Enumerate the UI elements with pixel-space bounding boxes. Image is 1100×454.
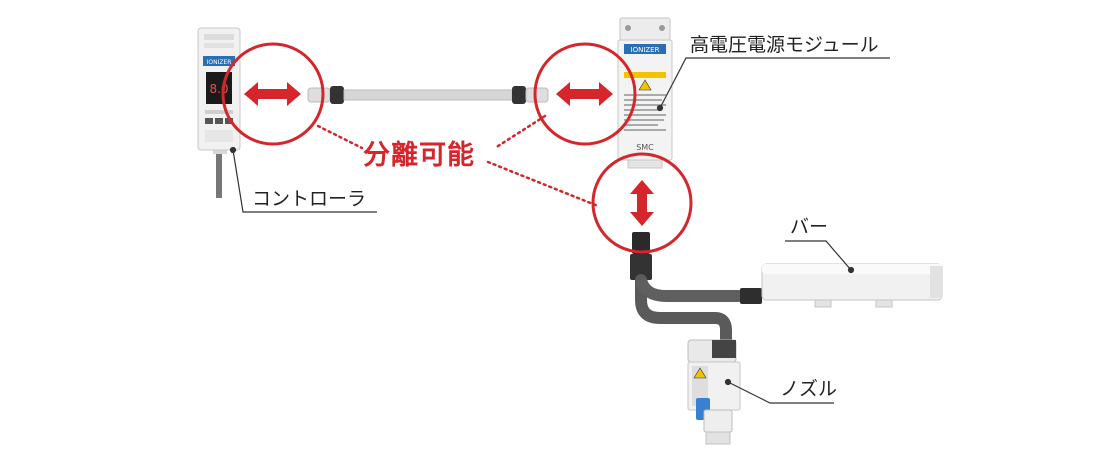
bar-label: バー bbox=[790, 216, 829, 238]
controller-label: コントローラ bbox=[252, 188, 367, 210]
leader-lines bbox=[229, 57, 890, 404]
hv-module-label: 高電圧電源モジュール bbox=[690, 34, 879, 56]
controller-ionizer-text: IONIZER bbox=[207, 59, 232, 66]
module-ionizer-text: IONIZER bbox=[631, 46, 660, 54]
separation-point-circle-controller bbox=[221, 42, 325, 146]
module-cables bbox=[630, 232, 762, 351]
separable-label: 分離可能 bbox=[363, 140, 475, 171]
controller-unit: IONIZER 8.0 bbox=[197, 27, 241, 198]
hv-module-unit: IONIZER SMC bbox=[617, 17, 673, 169]
double-arrow-icon bbox=[244, 82, 301, 106]
separation-point-circle-output bbox=[591, 152, 693, 254]
link-cable bbox=[307, 86, 549, 104]
separation-point-circle-module bbox=[533, 42, 637, 146]
double-arrow-icon bbox=[630, 180, 654, 226]
separable-pointer-lines bbox=[316, 114, 600, 208]
double-arrow-icon bbox=[556, 82, 613, 106]
nozzle-unit bbox=[687, 339, 741, 445]
controller-display bbox=[206, 72, 232, 104]
controller-display-readout: 8.0 bbox=[209, 82, 228, 96]
module-smc-text: SMC bbox=[636, 143, 654, 152]
nozzle-label: ノズル bbox=[780, 378, 838, 400]
